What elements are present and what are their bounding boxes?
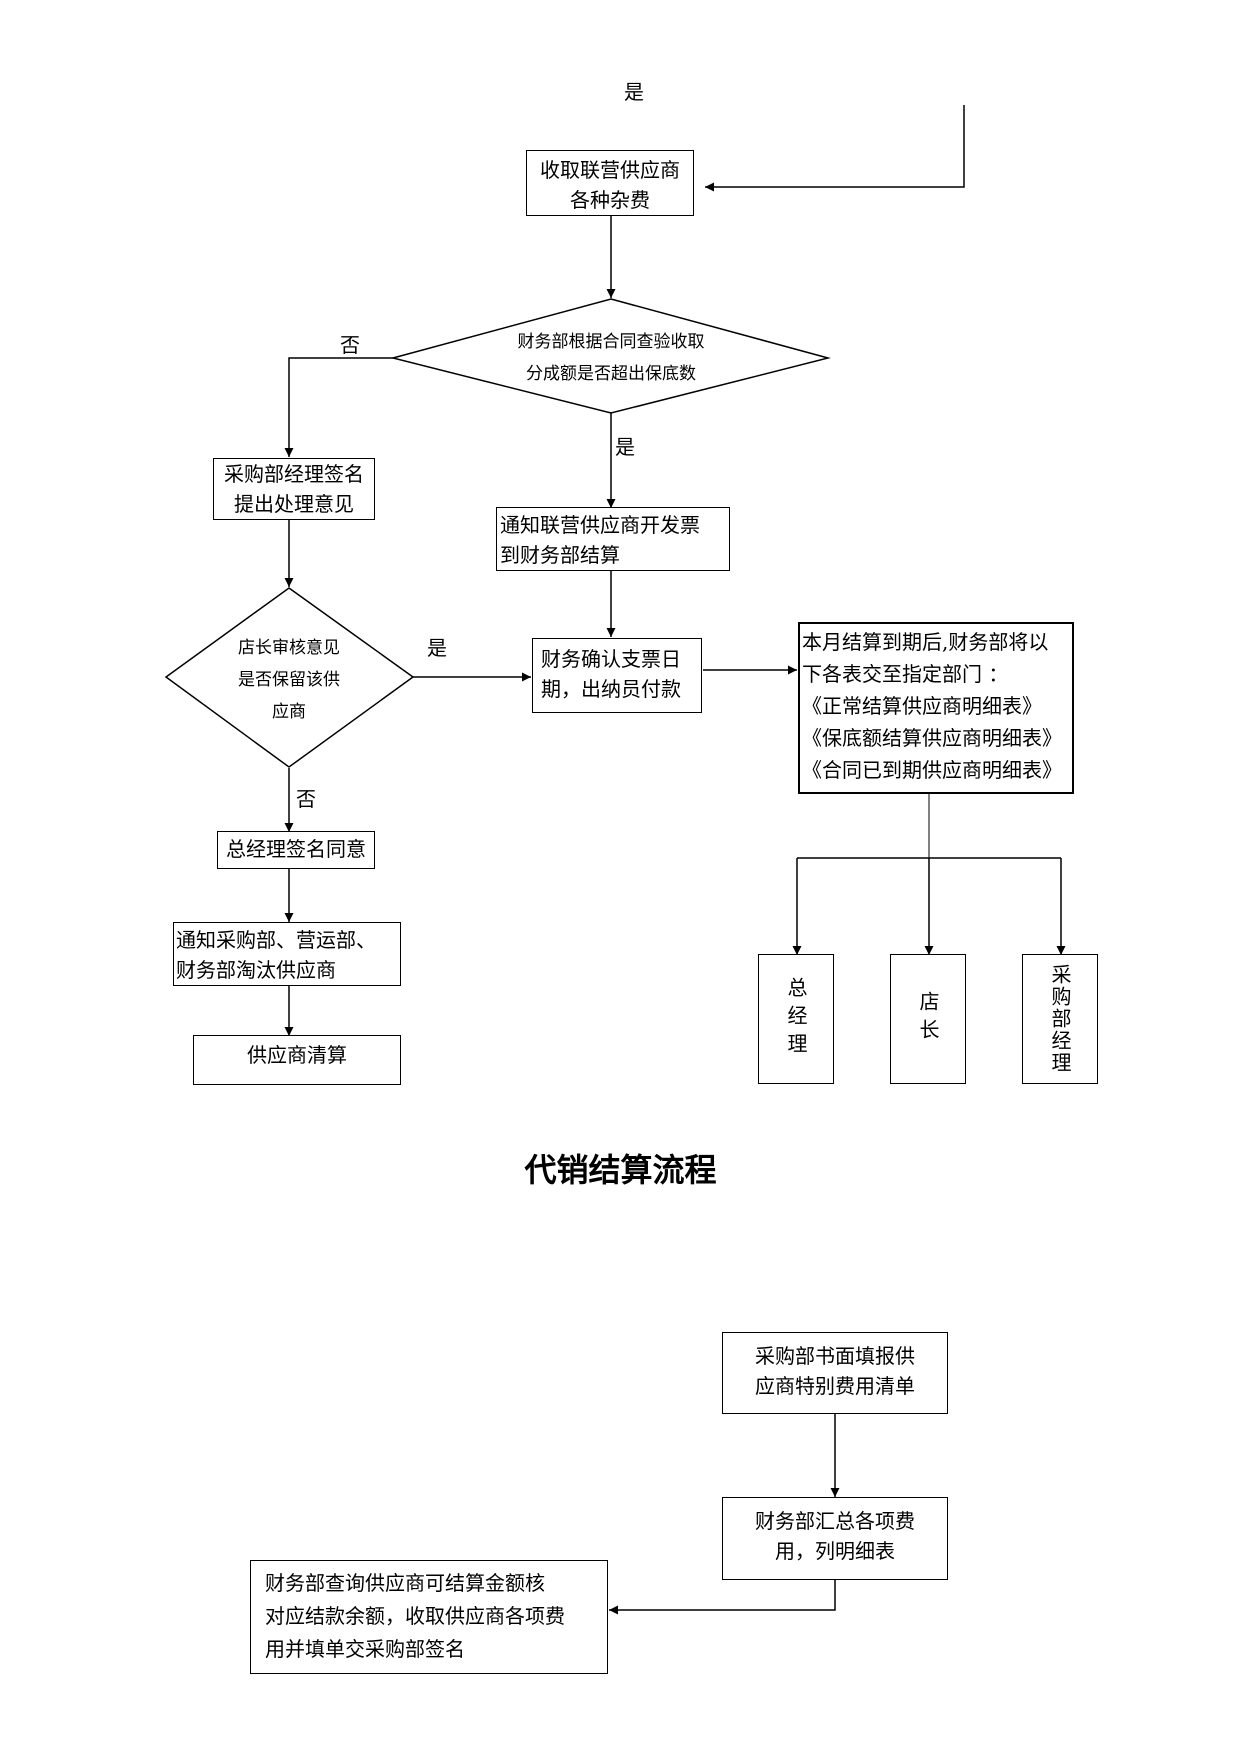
section-title: 代销结算流程: [524, 1151, 717, 1189]
label-yes-decision2: 是: [427, 636, 447, 660]
query-balance-box: 财务部查询供应商可结算金额核 对应结款余额，收取供应商各项费 用并填单交采购部签…: [250, 1560, 608, 1674]
recipient-store-manager-box: 店长: [890, 954, 966, 1084]
arrow-return-to-collect-fees: [705, 105, 965, 192]
general-manager-sign-box: 总经理签名同意: [217, 831, 375, 869]
special-fees-box: 采购部书面填报供 应商特别费用清单: [722, 1332, 948, 1414]
recipient-purchase-manager-box: 采购部经理: [1022, 954, 1098, 1084]
arrow-summarize-to-query: [609, 1580, 836, 1615]
decision-revenue-diamond: [390, 298, 831, 414]
decision-revenue-text: 财务部根据合同查验收取 分成额是否超出保底数: [517, 332, 705, 384]
label-yes-decision1: 是: [615, 435, 635, 459]
confirm-payment-box: 财务确认支票日 期，出纳员付款: [532, 638, 702, 713]
decision-store-diamond: [164, 587, 415, 768]
supplier-clearing-box: 供应商清算: [193, 1035, 401, 1085]
collect-fees-box: 收取联营供应商 各种杂费: [526, 150, 694, 216]
purchase-manager-sign-box: 采购部经理签名 提出处理意见: [213, 458, 375, 520]
summarize-fees-box: 财务部汇总各项费 用，列明细表: [722, 1497, 948, 1580]
recipient-general-manager-box: 总经理: [758, 954, 834, 1084]
arrow-decision1-no: [284, 357, 393, 457]
decision-store-text: 店长审核意见 是否保留该供 应商: [238, 638, 340, 722]
notify-eliminate-box: 通知采购部、营运部、 财务部淘汰供应商: [173, 922, 401, 986]
label-no-decision2: 否: [296, 787, 316, 811]
notify-invoice-box: 通知联营供应商开发票 到财务部结算: [496, 507, 730, 571]
monthly-reports-box: 本月结算到期后,财务部将以 下各表交至指定部门 ： 《正常结算供应商明细表》 《…: [798, 622, 1074, 794]
label-no-decision1: 否: [340, 333, 360, 357]
label-yes-top: 是: [624, 80, 644, 104]
